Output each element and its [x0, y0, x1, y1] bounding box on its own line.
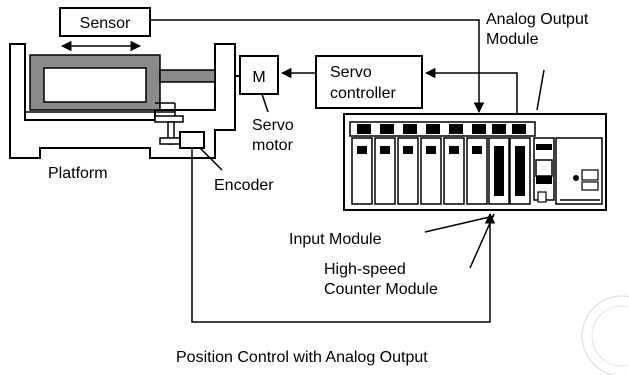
analog-output-label-2: Module: [486, 31, 539, 48]
encoder-box: [179, 131, 205, 149]
encoder-label: Encoder: [214, 177, 274, 194]
sensor-label: Sensor: [80, 15, 131, 32]
hsc-label-2: Counter Module: [324, 281, 438, 298]
motor-label: M: [252, 69, 265, 86]
plc-rack: [343, 113, 607, 211]
platform-machine: [9, 43, 240, 159]
input-module-label: Input Module: [289, 231, 382, 248]
servo-motor: M: [239, 55, 279, 95]
corner-decoration: [581, 295, 629, 375]
servo-motor-label-1: Servo: [252, 117, 294, 134]
diagram-caption: Position Control with Analog Output: [176, 349, 428, 366]
servo-controller-label-1: Servo: [330, 64, 372, 81]
sensor: Sensor: [59, 7, 151, 37]
analog-output-label-1: Analog Output: [486, 11, 589, 28]
servo-motor-label-2: motor: [252, 137, 294, 154]
servo-controller-label-2: controller: [330, 85, 396, 102]
ball-screw: [159, 69, 216, 83]
servo-controller: Servo controller: [315, 55, 423, 109]
hsc-label-1: High-speed: [324, 261, 406, 278]
platform-label: Platform: [48, 165, 108, 182]
